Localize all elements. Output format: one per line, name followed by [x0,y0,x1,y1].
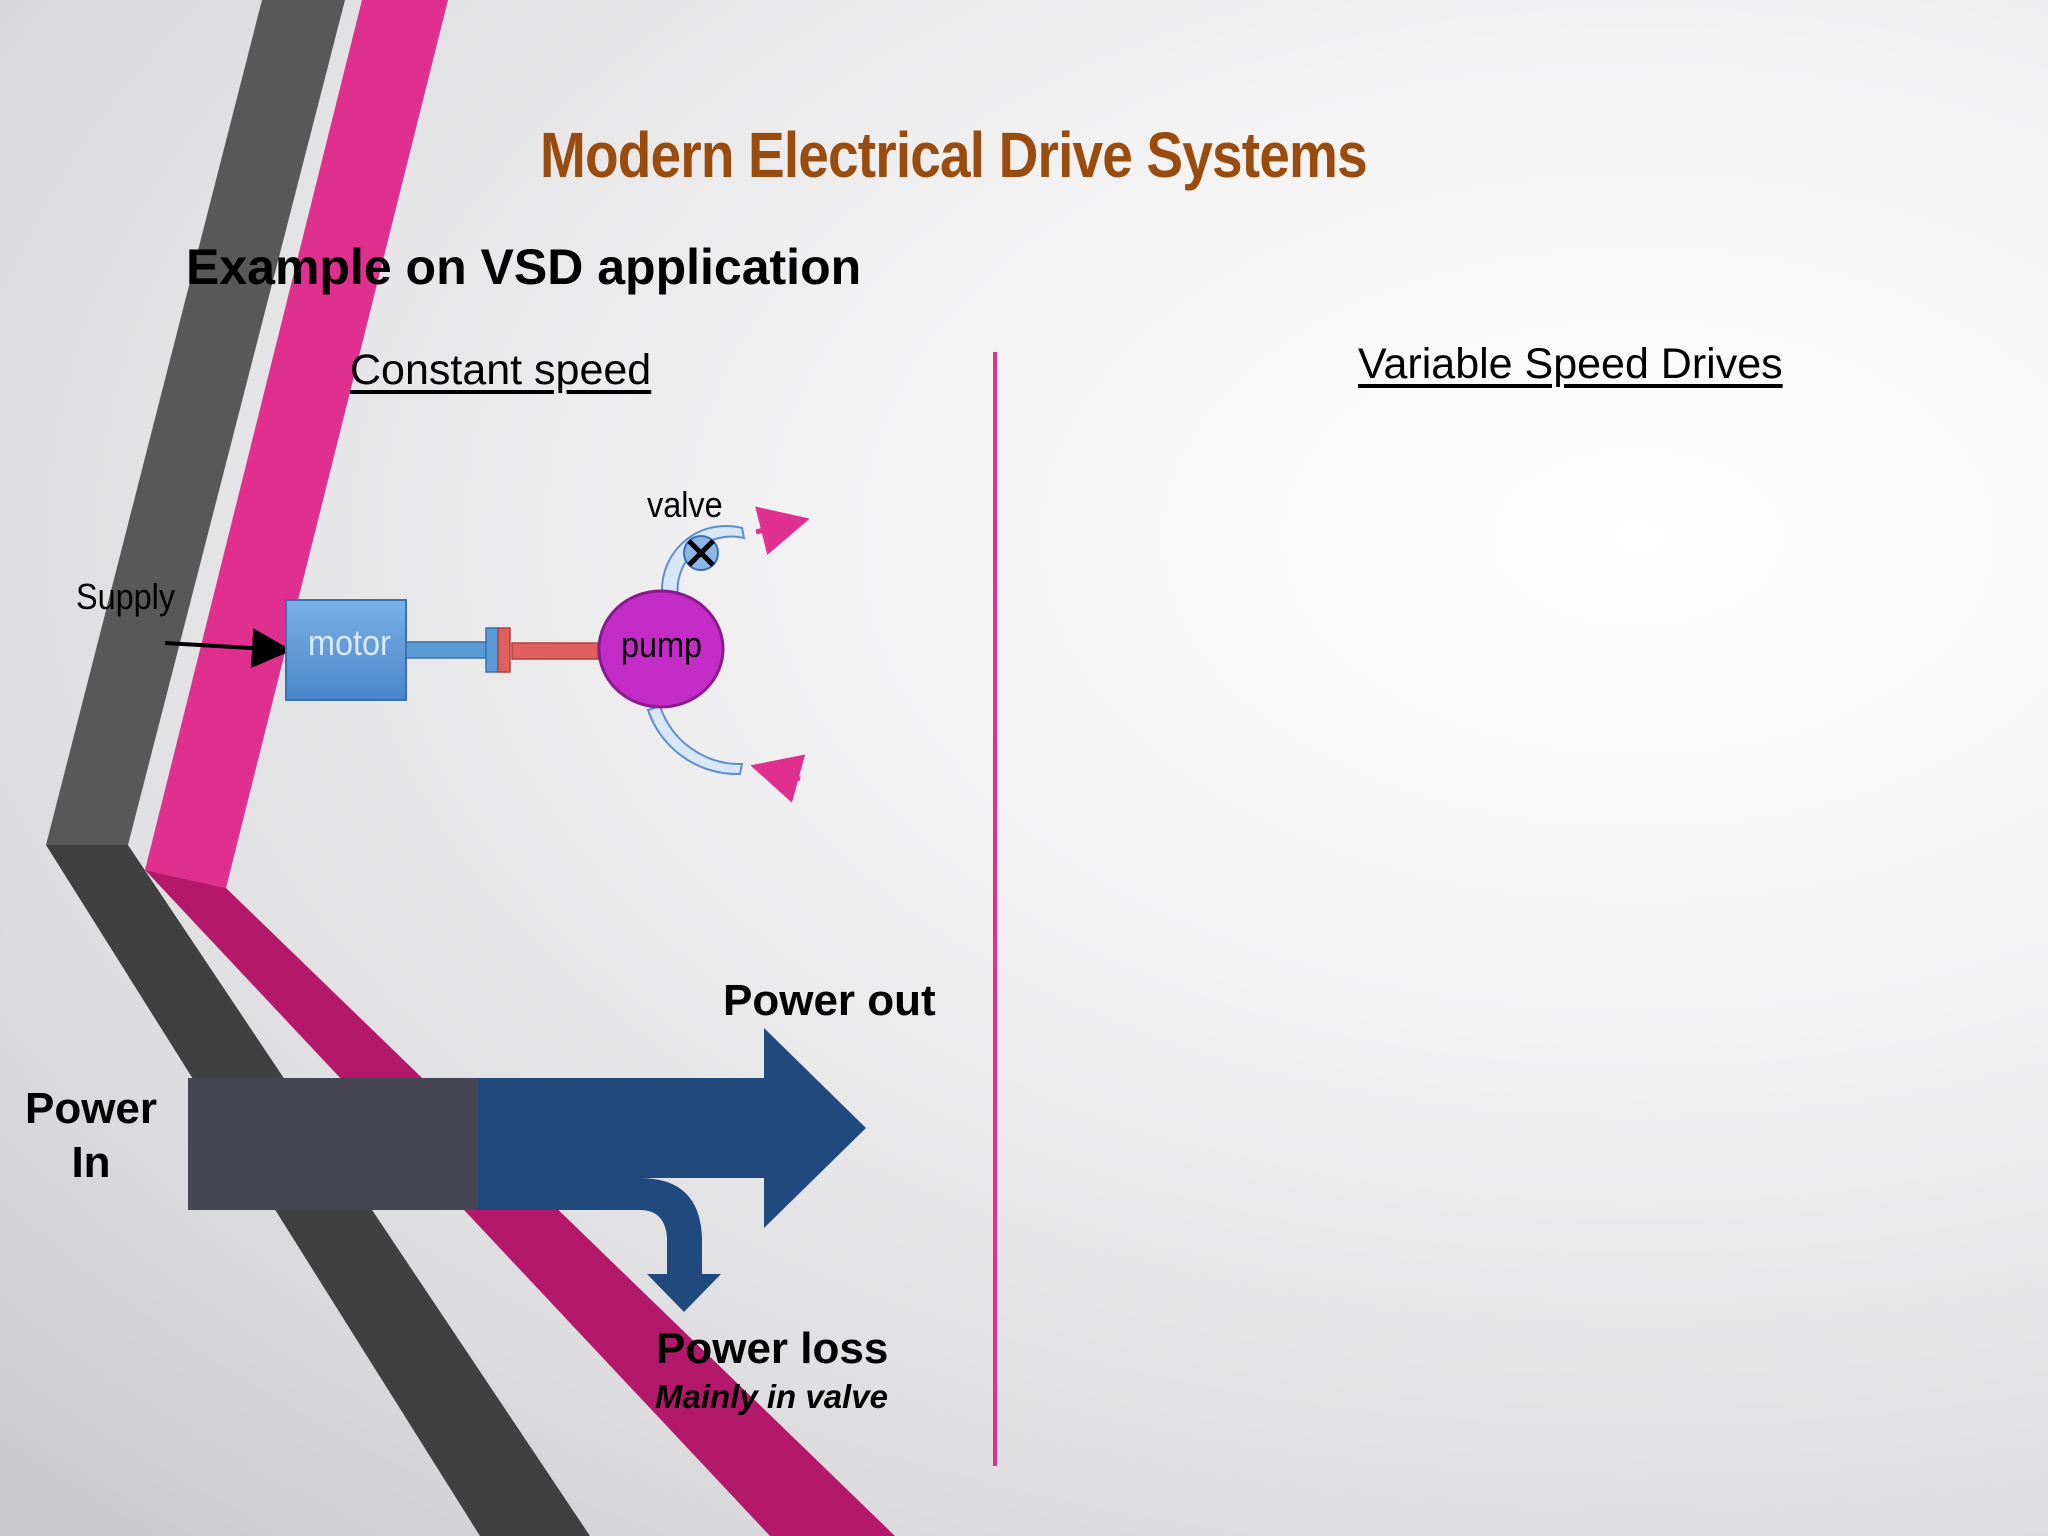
power-loss-label: Power loss [656,1324,889,1373]
power-loss-arrow [478,1178,721,1312]
motor-label: motor [308,622,391,663]
supply-label: Supply [76,576,176,617]
valve-label: valve [647,484,723,525]
coupling-red [497,627,511,673]
inflow-arrow [750,754,806,803]
coupling-blue [485,627,499,673]
power-in-label-line2: In [71,1138,111,1187]
motor-box [285,599,407,701]
valve-x-stroke-2 [687,539,715,567]
outlet-pipe [660,525,746,600]
pink-band-upper [145,0,448,888]
inlet-pipe [646,704,744,776]
power-in-label-line1: Power [24,1084,158,1133]
power-loss-note: Mainly in valve [655,1378,888,1415]
pump-body [597,589,725,709]
pump-shaft [511,642,599,660]
dark-band-upper [46,0,345,845]
power-out-label: Power out [723,976,936,1025]
supply-arrow [164,628,292,669]
power-in-bar [188,1078,478,1210]
pump-label: pump [621,624,703,665]
slide-subtitle: Example on VSD application [186,239,862,295]
slide-title: Modern Electrical Drive Systems [540,119,1368,191]
outflow-arrow [755,506,810,555]
variable-speed-drives-heading: Variable Speed Drives [1358,340,1783,388]
constant-speed-heading: Constant speed [350,346,652,394]
motor-shaft [405,641,487,659]
